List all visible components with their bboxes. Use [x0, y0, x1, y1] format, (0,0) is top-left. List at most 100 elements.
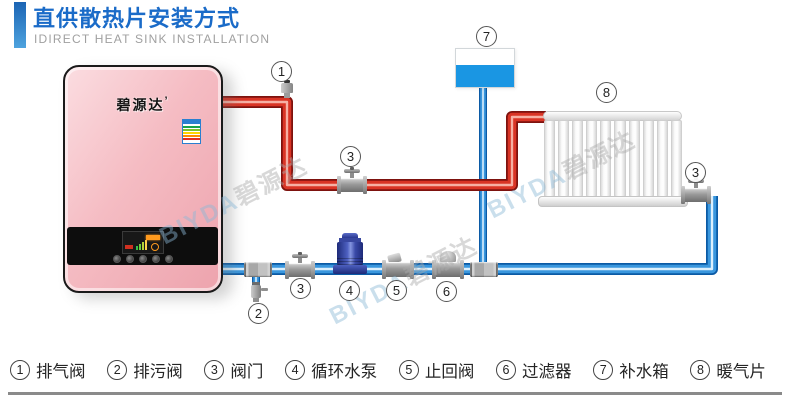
legend-number: 3	[204, 360, 225, 380]
bottom-divider	[8, 392, 782, 395]
valve-stem	[350, 173, 354, 179]
legend-item: 7 补水箱	[593, 358, 669, 382]
legend-label: 止回阀	[424, 363, 475, 381]
supply-pipe	[220, 96, 546, 191]
drain-valve	[248, 282, 268, 302]
screen-level-bars	[136, 240, 147, 250]
screen-dial	[151, 243, 159, 251]
filter-dome	[440, 251, 456, 263]
check-valve-body	[382, 260, 414, 279]
touch-button	[151, 255, 160, 263]
valve-handle	[292, 252, 308, 258]
legend-item: 8 暖气片	[690, 358, 766, 382]
air-vent-body	[281, 83, 293, 93]
callout-air-vent-valve: 1	[271, 61, 292, 82]
callout-drain-valve: 2	[248, 303, 269, 324]
tank-water-level	[456, 65, 514, 87]
callout-radiator-valve: 3	[685, 162, 706, 183]
radiator-fin	[544, 120, 556, 197]
valve-stem	[694, 183, 698, 189]
pump-base	[333, 265, 367, 274]
valve-stem	[298, 258, 302, 264]
legend-label: 过滤器	[522, 363, 572, 381]
legend-number: 8	[690, 360, 711, 380]
pipe-junction-coupling	[470, 262, 498, 277]
legend-label: 排污阀	[133, 363, 183, 381]
callout-tank: 7	[476, 26, 497, 47]
legend-label: 补水箱	[619, 363, 669, 381]
pipe-tee-coupling	[244, 262, 272, 277]
page-subtitle: IDIRECT HEAT SINK INSTALLATION	[34, 32, 271, 46]
radiator-bottom-header	[538, 196, 688, 207]
legend-number: 6	[496, 360, 517, 380]
legend-label: 暖气片	[716, 363, 766, 381]
air-vent-cap	[284, 80, 290, 83]
drain-valve-handle	[261, 288, 268, 291]
callout-check-valve: 5	[386, 280, 407, 301]
pump-neck	[339, 238, 361, 242]
title-accent-bar	[14, 2, 26, 48]
legend-label: 循环水泵	[311, 363, 378, 381]
drain-valve-body	[251, 285, 261, 298]
legend-number: 5	[398, 360, 419, 380]
radiator	[538, 108, 688, 215]
drain-valve-cap	[252, 282, 260, 285]
legend-number: 7	[593, 360, 614, 380]
radiator-fin	[642, 120, 654, 197]
legend-label: 阀门	[230, 363, 264, 381]
touch-button	[112, 255, 121, 263]
callout-return-valve: 3	[290, 278, 311, 299]
legend-item: 6 过滤器	[496, 358, 572, 382]
gate-valve-return	[285, 252, 315, 279]
radiator-fin	[572, 120, 584, 197]
legend-item: 3 阀门	[204, 358, 263, 382]
radiator-top-header	[543, 111, 682, 121]
legend-number: 2	[107, 360, 128, 380]
display-screen	[122, 231, 164, 254]
screen-red-indicator	[125, 245, 133, 249]
page-title: 直供散热片安装方式	[33, 6, 241, 31]
radiator-fin	[656, 120, 668, 197]
radiator-fin	[628, 120, 640, 197]
air-vent-valve	[280, 80, 294, 98]
valve-handle	[344, 167, 360, 173]
screen-digits	[146, 235, 160, 240]
filter-body	[432, 260, 464, 279]
electric-heater-unit: 碧源达’	[63, 65, 223, 293]
air-vent-stem	[284, 93, 290, 98]
circulation-pump	[333, 233, 367, 274]
drain-valve-outlet	[253, 298, 259, 302]
control-panel	[67, 227, 218, 265]
legend-item: 2 排污阀	[107, 358, 183, 382]
energy-efficiency-label	[182, 119, 201, 144]
radiator-fins	[544, 120, 682, 197]
legend: 1 排气阀 2 排污阀 3 阀门 4 循环水泵 5 止回阀 6 过滤器 7 补水…	[0, 357, 790, 383]
filter	[432, 251, 464, 279]
check-valve	[382, 252, 414, 280]
touch-button	[164, 255, 173, 263]
touch-buttons	[67, 255, 218, 263]
valve-body	[285, 261, 315, 279]
water-supply-tank	[455, 48, 515, 88]
valve-body	[681, 186, 711, 204]
legend-number: 1	[10, 360, 30, 380]
pump-cap	[342, 233, 358, 238]
radiator-fin	[558, 120, 570, 197]
gate-valve-supply	[337, 167, 367, 194]
legend-number: 4	[285, 360, 306, 380]
touch-button	[125, 255, 134, 263]
callout-radiator: 8	[596, 82, 617, 103]
valve-body	[337, 176, 367, 194]
heater-brand-text: 碧源达	[116, 97, 165, 113]
heater-brand-mark: ’	[164, 95, 170, 107]
radiator-fin	[600, 120, 612, 197]
heater-brand-logo: 碧源达’	[65, 95, 221, 115]
legend-item: 1 排气阀	[10, 358, 86, 382]
callout-filter: 6	[436, 281, 457, 302]
callout-pump: 4	[339, 280, 360, 301]
pump-body	[337, 242, 363, 265]
callout-supply-valve: 3	[340, 146, 361, 167]
radiator-fin	[586, 120, 598, 197]
legend-label: 排气阀	[36, 363, 86, 381]
